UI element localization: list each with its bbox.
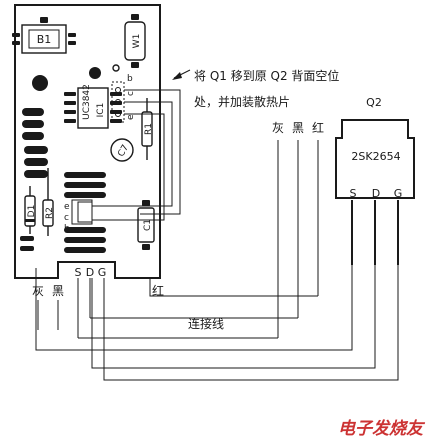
q2-pin-g-label: G [394,187,403,200]
wire-label-black-left: 黑 [52,284,64,298]
potentiometer-label: W1 [132,34,142,49]
wiring: 灰 黑 红 灰 黑 红 连接线 [32,89,399,381]
ic1-uc3842: UC3842 IC1 [64,84,122,129]
resistor-r2: R2 [42,168,55,236]
board-pin-s: S [75,266,82,279]
potentiometer-w1: W1 [124,14,146,68]
annotation: 将 Q1 移到原 Q2 背面空位 处，并加装散热片 [172,68,339,109]
transistor-q2: Q2 2SK2654 S D G [335,96,415,265]
q2-model: 2SK2654 [351,150,400,163]
wire-label-gray-right: 灰 [272,121,284,135]
ic-ref-label: IC1 [96,103,106,118]
watermark-logo: 电子发烧友 [338,419,426,439]
board-pin-d: D [86,266,94,279]
q1-pin-e: e [126,114,136,120]
transformer-b1: B1 [12,17,76,54]
q2-ref: Q2 [366,96,382,109]
pad-round [89,67,101,79]
wire-label-red-left: 红 [152,283,164,298]
q1-footprint: b c e [111,74,136,123]
c7-label: C7 [116,143,131,158]
wire-label-black-right: 黑 [292,121,304,135]
wire-label-gray-left: 灰 [32,284,44,298]
pad-array [64,172,106,253]
capacitor-c1: C1 [137,200,155,250]
q2-body [335,119,415,199]
ic-model-label: UC3842 [82,84,92,120]
board-pin-g: G [98,266,107,279]
resistor-r1: R1 [141,98,154,160]
d1-label: D1 [27,205,37,218]
pcb-board: B1 W1 UC3842 IC1 [12,4,161,279]
mid-pin-b: b [64,224,70,234]
wire-label-red-right: 红 [312,120,324,135]
pcb-outline [14,4,161,279]
r2-label: R2 [45,207,55,219]
q1-pin-b: b [127,74,133,84]
pad-round [32,75,48,91]
r1-label: R1 [144,123,154,135]
q2-pin-s-label: S [350,187,357,200]
mid-pin-e: e [64,202,70,212]
diode-d1: D1 [24,186,37,234]
transformer-label: B1 [37,33,52,46]
q1-pin-c: c [126,91,136,96]
q2-pin-d-label: D [372,187,380,200]
mid-transistor-footprint: e c b [64,199,93,234]
annotation-line-1: 将 Q1 移到原 Q2 背面空位 [194,68,339,83]
connecting-wire-label: 连接线 [188,316,224,331]
mid-pin-c: c [64,213,69,223]
annotation-line-2: 处，并加装散热片 [194,94,290,109]
c1-label: C1 [143,219,153,231]
capacitor-c7: C7 [110,138,134,162]
